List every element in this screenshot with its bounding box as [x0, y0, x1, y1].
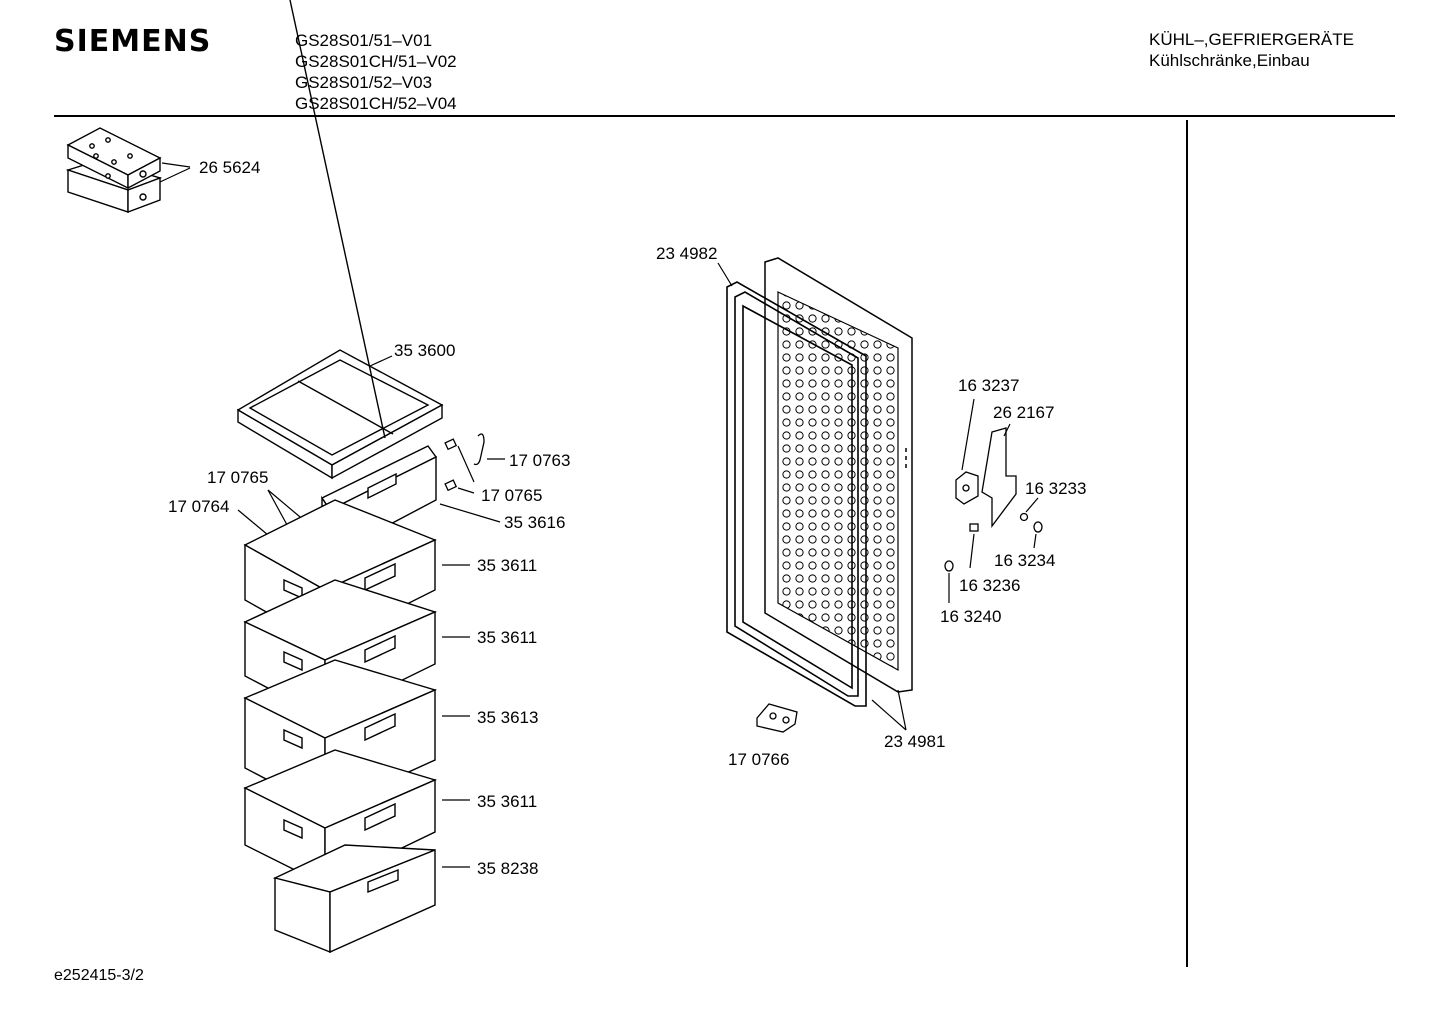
leader-line: [267, 489, 307, 523]
leader-line: [961, 398, 975, 471]
category-title: KÜHL–,GEFRIERGERÄTE Kühlschränke,Einbau: [1149, 29, 1354, 71]
leader-line: [1003, 423, 1011, 437]
model-number: GS28S01CH/52–V04: [295, 94, 457, 113]
part-label: 35 3611: [477, 556, 537, 575]
leader-line: [159, 167, 191, 183]
leader-line: [369, 355, 393, 367]
drawer-drawing: [243, 499, 438, 954]
leader-line: [1025, 497, 1039, 513]
model-list: GS28S01/51–V01 GS28S01CH/51–V02 GS28S01/…: [295, 30, 457, 114]
model-number: GS28S01/51–V01: [295, 31, 433, 50]
part-label: 23 4982: [656, 244, 717, 263]
model-number: GS28S01CH/51–V02: [295, 52, 457, 71]
part-label: 35 8238: [477, 859, 538, 878]
ice-pack-drawing: [65, 127, 163, 214]
part-label: 35 3611: [477, 792, 537, 811]
part-label: 17 0763: [509, 451, 570, 470]
part-label: 17 0764: [168, 497, 229, 516]
door-panel-drawing: [764, 257, 913, 693]
glass-shelf-drawing: [236, 0, 444, 480]
leader-line: [897, 689, 907, 731]
leader-line: [457, 487, 475, 494]
category-line: KÜHL–,GEFRIERGERÄTE: [1149, 30, 1354, 49]
part-label: 35 3611: [477, 628, 537, 647]
part-label: 16 3240: [940, 607, 1001, 626]
part-label: 23 4981: [884, 732, 945, 751]
part-label: 35 3613: [477, 708, 538, 727]
part-label: 35 3616: [504, 513, 565, 532]
category-line: Kühlschränke,Einbau: [1149, 51, 1310, 70]
brand-logo: SIEMENS: [54, 24, 212, 59]
part-label: 35 3600: [394, 341, 455, 360]
leader-line: [871, 699, 907, 731]
hinge-bracket-drawing: [944, 427, 1043, 572]
part-label: 26 5624: [199, 158, 260, 177]
leader-line: [439, 503, 501, 523]
drawing-code: e252415-3/2: [54, 967, 144, 984]
model-number: GS28S01/52–V03: [295, 73, 433, 92]
part-label: 17 0766: [728, 750, 789, 769]
leader-line: [717, 262, 733, 287]
part-label: 16 3237: [958, 376, 1019, 395]
leader-line: [457, 445, 475, 483]
leader-line: [161, 162, 191, 168]
part-label: 16 3236: [959, 576, 1020, 595]
door-gasket-drawing: [726, 281, 867, 707]
part-label: 17 0765: [207, 468, 268, 487]
leader-line: [969, 533, 975, 569]
part-label: 17 0765: [481, 486, 542, 505]
part-label: 26 2167: [993, 403, 1054, 422]
leader-line: [1033, 533, 1037, 549]
part-label: 16 3234: [994, 551, 1055, 570]
hinge-part-drawing: [756, 703, 798, 733]
part-label: 16 3233: [1025, 479, 1086, 498]
